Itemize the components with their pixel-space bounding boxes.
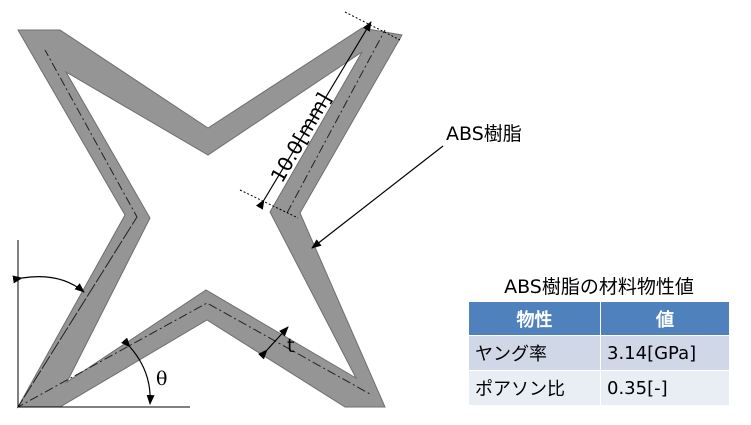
- angle-arc-theta: [121, 337, 155, 405]
- table-cell-property: ポアソン比: [468, 370, 601, 406]
- table-row: ポアソン比 0.35[-]: [468, 370, 730, 406]
- table-cell-property: ヤング率: [468, 335, 601, 371]
- table-header-value: 値: [600, 301, 730, 336]
- thickness-arrow: [257, 326, 289, 360]
- table-cell-value: 3.14[GPa]: [600, 335, 730, 371]
- material-leader-arrow: [311, 145, 444, 249]
- dimension-line: [255, 21, 372, 210]
- table-cell-value: 0.35[-]: [600, 370, 730, 406]
- material-properties-table: 物性 値 ヤング率 3.14[GPa] ポアソン比 0.35[-]: [468, 301, 730, 406]
- table-title: ABS樹脂の材料物性値: [504, 276, 694, 298]
- table-header-property: 物性: [468, 301, 601, 336]
- star-frame-shape: [17, 27, 403, 408]
- angle-label: θ: [156, 368, 167, 390]
- material-label: ABS樹脂: [446, 123, 522, 145]
- table-row: ヤング率 3.14[GPa]: [468, 335, 730, 371]
- thickness-label: t: [287, 335, 294, 357]
- angle-arc-vertical: [12, 275, 85, 293]
